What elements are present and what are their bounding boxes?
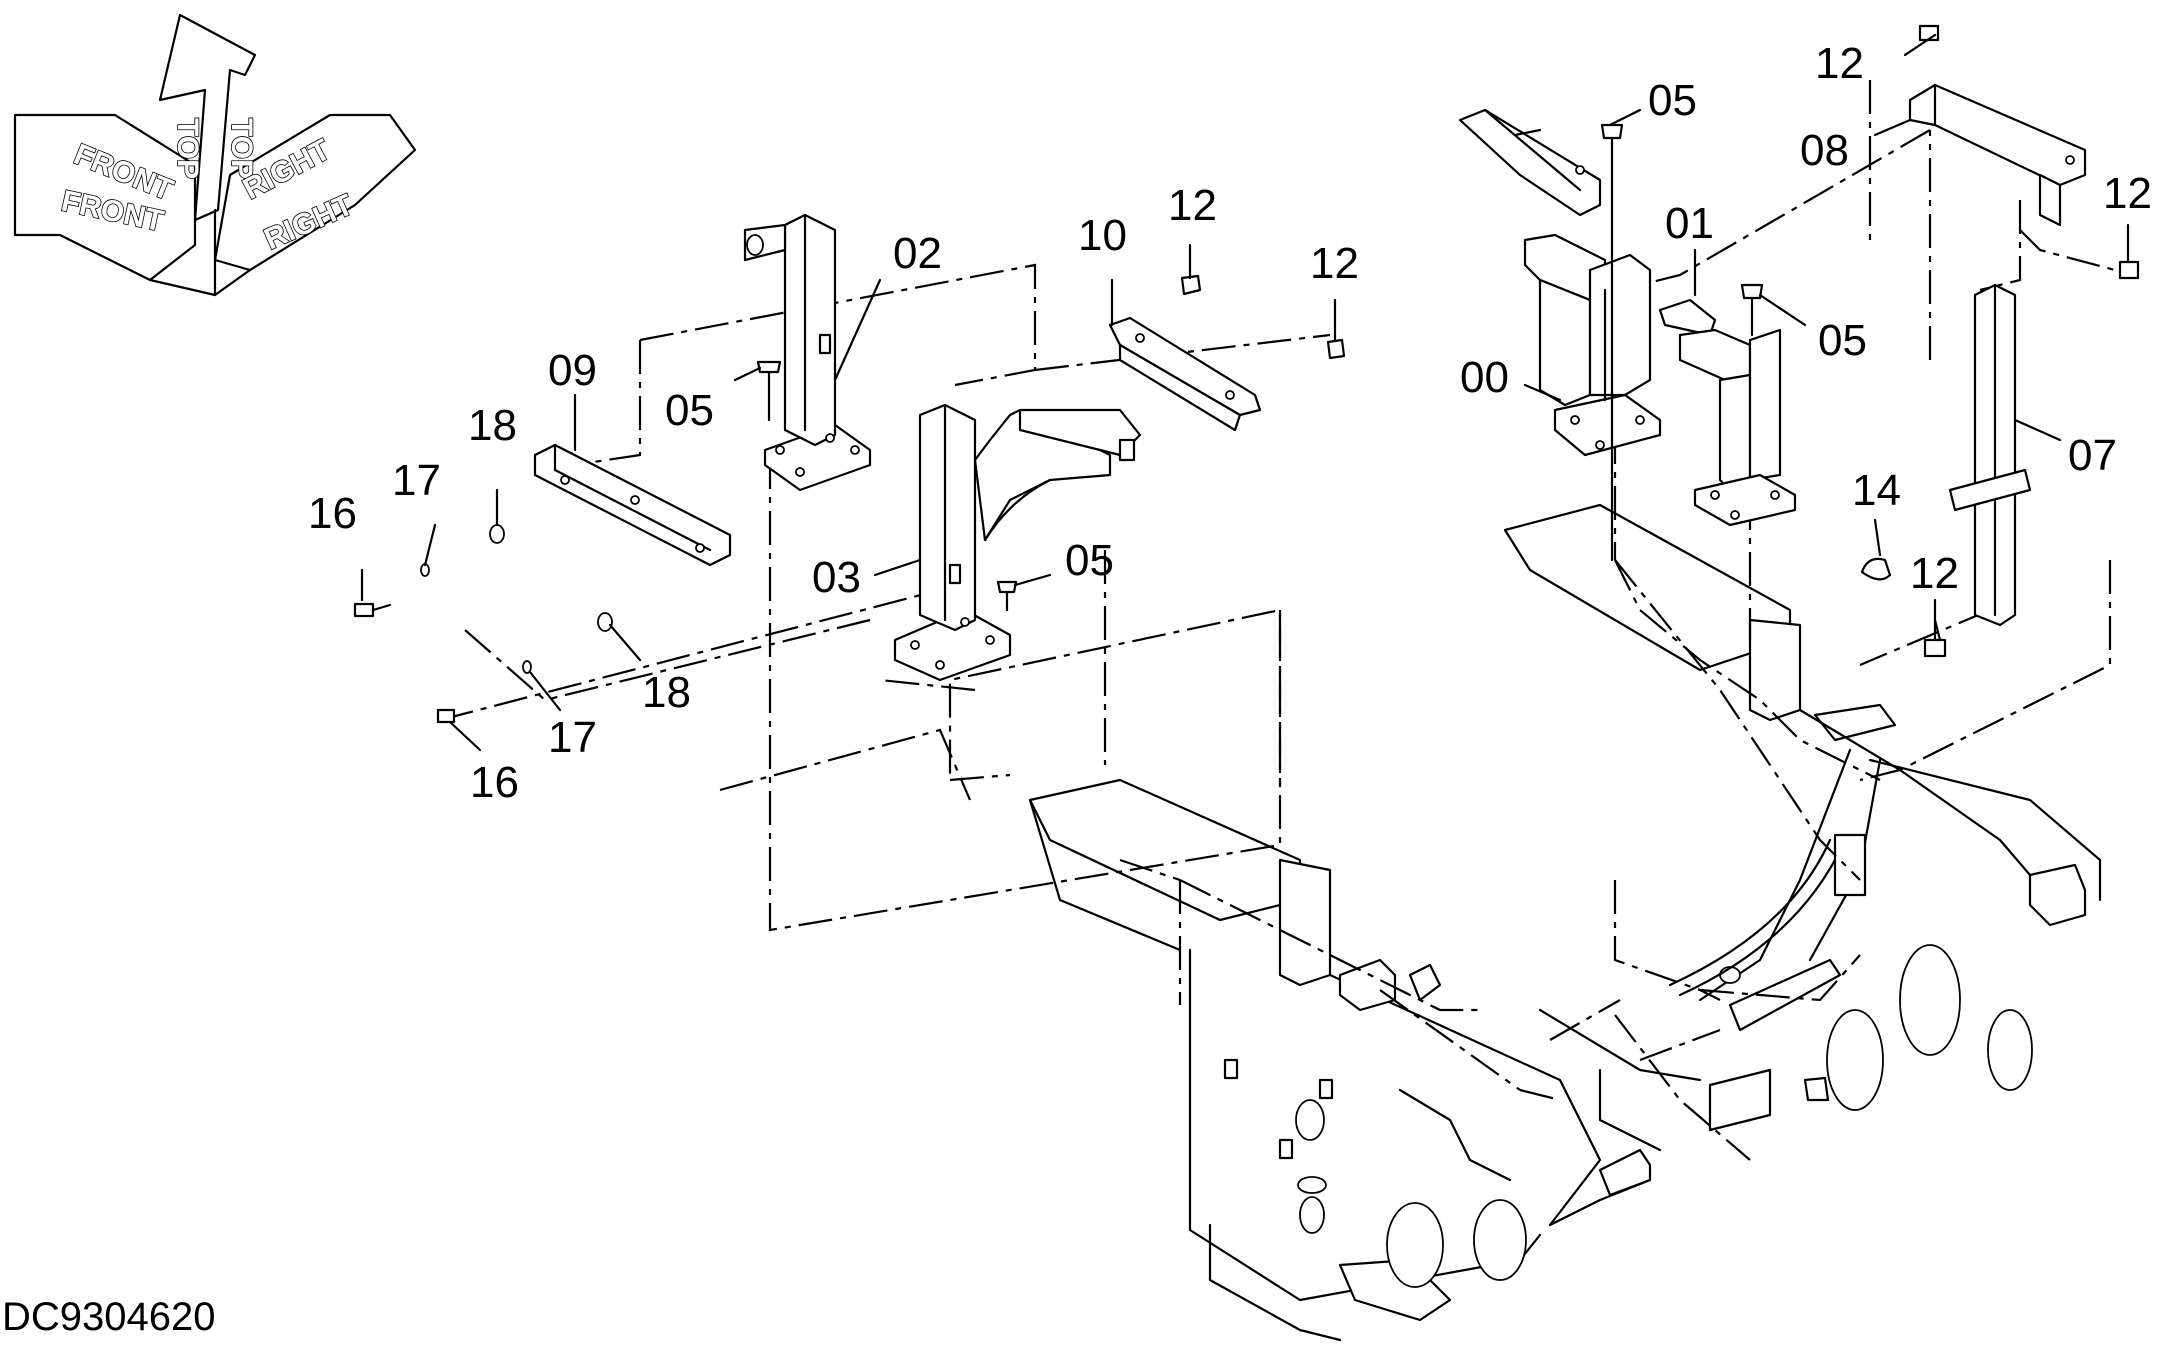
callout-01: 01 bbox=[1665, 199, 1714, 248]
callout-17-bottom: 17 bbox=[548, 713, 597, 762]
part-03-stand bbox=[893, 403, 1142, 682]
callout-10: 10 bbox=[1078, 211, 1127, 260]
top-label: TOP bbox=[171, 118, 204, 179]
callout-12-right: 12 bbox=[1310, 239, 1359, 288]
part-01-stand bbox=[1658, 298, 1797, 527]
callout-labels: 00 01 02 03 05 05 05 05 07 08 09 10 12 1… bbox=[308, 39, 2152, 807]
fasteners bbox=[353, 24, 2140, 724]
orientation-indicator: TOP TOP FRONT FRONT RIGHT RIGHT bbox=[13, 13, 417, 297]
part-00-stand bbox=[1458, 108, 1662, 457]
bolt-12-low bbox=[1923, 638, 1947, 658]
callout-12-top: 12 bbox=[1168, 181, 1217, 230]
bolt-16b bbox=[436, 708, 456, 724]
part-10-bracket bbox=[1108, 316, 1262, 432]
callout-16-bottom: 16 bbox=[470, 758, 519, 807]
part-08-bracket bbox=[1908, 83, 2087, 227]
bolt-05-mid bbox=[996, 580, 1018, 612]
part-09-bracket bbox=[533, 443, 732, 567]
leader-lines bbox=[360, 33, 2130, 752]
callout-18-bottom: 18 bbox=[642, 668, 691, 717]
washer-18a bbox=[489, 524, 505, 544]
callout-05-right: 05 bbox=[1818, 316, 1867, 365]
callout-03: 03 bbox=[812, 553, 861, 602]
callout-16-top: 16 bbox=[308, 489, 357, 538]
cap-14 bbox=[1860, 557, 1892, 581]
callout-14: 14 bbox=[1852, 466, 1901, 515]
bolt-12-top bbox=[1180, 274, 1202, 296]
top-label-2: TOP bbox=[225, 118, 258, 179]
bolt-16a bbox=[353, 602, 392, 618]
bolt-05-upper bbox=[1600, 123, 1624, 562]
callout-17-top: 17 bbox=[392, 456, 441, 505]
bolt-12-right bbox=[1326, 338, 1346, 360]
drawing-code: DC9304620 bbox=[2, 1295, 216, 1339]
callout-05-left: 05 bbox=[665, 386, 714, 435]
frame-structure bbox=[1028, 503, 2102, 1342]
callout-18-top: 18 bbox=[468, 401, 517, 450]
alignment-lines bbox=[439, 80, 2116, 1161]
callout-00: 00 bbox=[1460, 353, 1509, 402]
callout-09: 09 bbox=[548, 346, 597, 395]
washer-18b bbox=[597, 612, 613, 632]
part-02-post bbox=[743, 213, 872, 492]
bolt-12-far bbox=[2118, 260, 2140, 280]
callout-12-low: 12 bbox=[1910, 549, 1959, 598]
bolt-05-right bbox=[1740, 283, 1764, 337]
callout-05-mid: 05 bbox=[1065, 536, 1114, 585]
callout-12-far: 12 bbox=[2103, 169, 2152, 218]
callout-07: 07 bbox=[2068, 431, 2117, 480]
washer-17b bbox=[522, 660, 532, 674]
callout-12-topright: 12 bbox=[1815, 39, 1864, 88]
callout-08: 08 bbox=[1800, 126, 1849, 175]
callout-02: 02 bbox=[893, 229, 942, 278]
bolt-05-left bbox=[756, 360, 782, 422]
part-07-post bbox=[1948, 283, 2032, 627]
callout-05-upper: 05 bbox=[1648, 76, 1697, 125]
